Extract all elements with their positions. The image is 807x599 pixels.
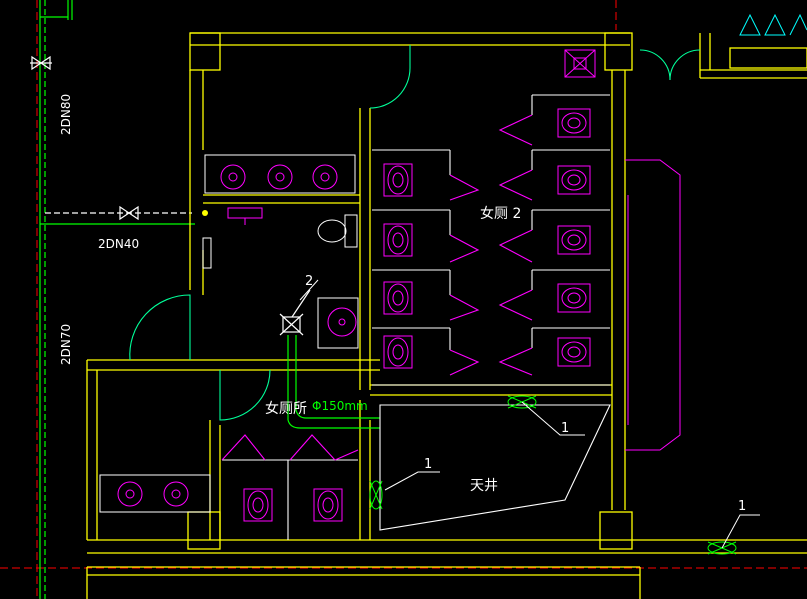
- pipe-label-dn80: 2DN80: [59, 94, 73, 135]
- fan-icon: [369, 395, 737, 555]
- leader-lines: [299, 279, 760, 549]
- vent-diffuser-icon: [279, 289, 311, 336]
- tree-icon: [739, 13, 807, 36]
- duct-size-label: Φ150mm: [312, 399, 368, 413]
- light-well: [379, 404, 611, 531]
- exhaust-fan-icon: [564, 49, 596, 78]
- callout-exhaust-1: 1: [561, 421, 569, 436]
- western-toilet: [317, 214, 358, 248]
- curved-bay: [625, 159, 681, 451]
- vent-duct: [287, 335, 380, 429]
- pipe-marker: [202, 210, 208, 216]
- sinks: [99, 154, 359, 513]
- stall-doors: [221, 114, 533, 461]
- room-label-womens: 女厕所: [265, 400, 307, 417]
- meter-box: [202, 237, 212, 269]
- pipe-label-dn40: 2DN40: [98, 237, 139, 251]
- callout-vent-2: 2: [305, 274, 313, 289]
- valve-icon: [30, 55, 139, 221]
- squat-toilets: [243, 108, 591, 522]
- doors: [129, 45, 701, 421]
- walls: [86, 32, 807, 599]
- callout-exhaust-3: 1: [738, 499, 746, 514]
- pipe-label-dn70: 2DN70: [59, 324, 73, 365]
- callout-exhaust-2: 1: [424, 457, 432, 472]
- room-label-light-well: 天井: [470, 478, 498, 494]
- pipe-riser: [39, 0, 195, 599]
- room-label-womens-2: 女厕 2: [480, 205, 521, 222]
